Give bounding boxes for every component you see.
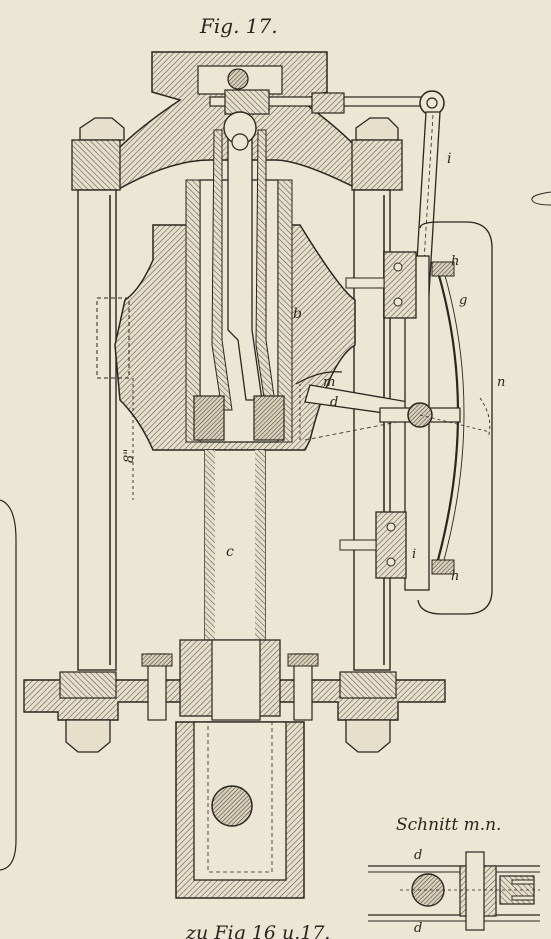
section-title: Schnitt m.n.	[396, 815, 501, 835]
crown-pin	[227, 68, 249, 90]
label-n: n	[497, 375, 505, 390]
link-block	[224, 89, 270, 115]
lever-pivot-pin	[426, 97, 438, 109]
section-view	[368, 851, 540, 931]
dimension-label: 8"	[122, 449, 137, 463]
bottom-housing-dashed	[207, 721, 273, 873]
upper-bracket	[383, 251, 417, 319]
stuffing-nut-left	[141, 653, 173, 667]
lower-bracket	[375, 511, 407, 579]
curved-guide-g-inner	[443, 271, 465, 561]
arc-n	[479, 397, 491, 439]
bore-liner-right	[277, 179, 293, 443]
left-top-nut	[71, 139, 121, 191]
left-top-bolt-head	[79, 117, 125, 141]
bracket-bolt-4	[386, 557, 396, 567]
right-edge-mark	[531, 191, 551, 206]
label-i-top: i	[447, 151, 451, 167]
rod-passage	[211, 129, 233, 411]
label-m: m	[323, 375, 335, 390]
stuffing-nut-right	[287, 653, 319, 667]
section-label-d-top: d	[414, 848, 422, 863]
upper-bracket-bolt	[345, 277, 385, 289]
guide-top-block	[431, 261, 455, 277]
piston-rod-c-wall-left	[205, 450, 215, 710]
right-top-bolt-head	[355, 117, 399, 141]
guide-bottom-block	[431, 559, 455, 575]
gland-left	[193, 395, 225, 441]
right-top-nut	[351, 139, 403, 191]
left-base-bolt-head	[65, 719, 111, 753]
arc-n-dashed	[419, 414, 491, 433]
bracket-bolt-2	[393, 297, 403, 307]
right-base-bolt-head	[345, 719, 391, 753]
arm-dashed-lower	[304, 417, 419, 441]
label-g: g	[459, 293, 467, 308]
label-i-bottom: i	[412, 547, 416, 562]
guide-frame	[417, 221, 493, 615]
gland-right	[253, 395, 285, 441]
footer-caption: zu Fig 16 u.17.	[185, 922, 330, 939]
stuffing-box-bore	[211, 639, 261, 721]
label-d: d	[330, 395, 338, 410]
lower-bracket-bolt	[339, 539, 377, 551]
arc-m	[295, 371, 343, 385]
rod-eye-pin	[231, 133, 249, 151]
label-b: b	[293, 306, 302, 322]
bore-liner-left	[185, 179, 201, 443]
label-h-top: h	[451, 254, 459, 269]
right-base-nut	[339, 671, 397, 699]
label-c: c	[226, 544, 234, 560]
left-edge-frame	[0, 499, 17, 871]
left-base-nut	[59, 671, 117, 699]
link-nut	[311, 92, 345, 114]
figure-title: Fig. 17.	[199, 14, 278, 38]
dashed-bracket	[96, 297, 130, 379]
bracket-bolt-3	[386, 522, 396, 532]
label-h-bottom: h	[451, 569, 459, 584]
bracket-bolt-1	[393, 262, 403, 272]
piston-rod-c-wall-right	[255, 450, 265, 710]
section-label-d-bottom: d	[414, 921, 422, 936]
bottom-pin	[211, 785, 253, 827]
